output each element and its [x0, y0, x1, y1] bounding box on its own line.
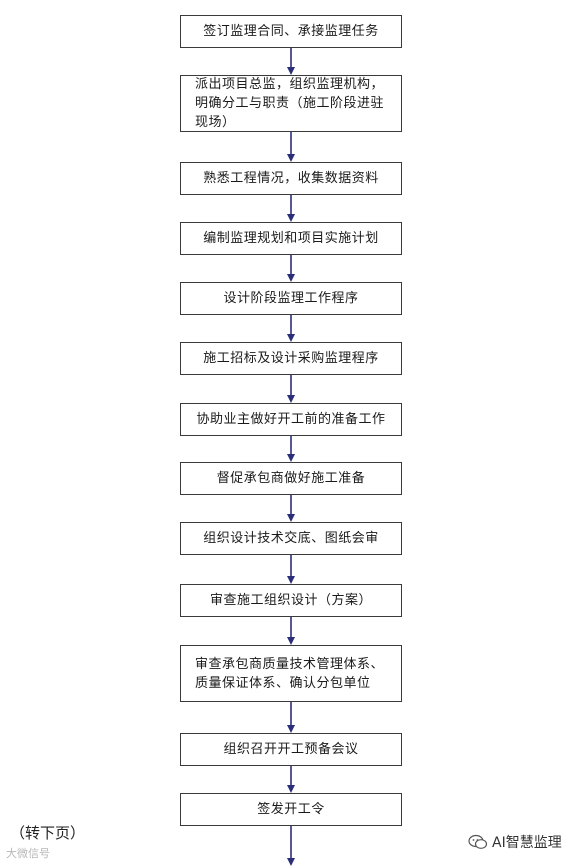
step-box-10: 审查施工组织设计（方案）: [180, 584, 402, 617]
flow-arrow-continue: [287, 826, 295, 866]
step-box-3: 熟悉工程情况，收集数据资料: [180, 162, 402, 195]
step-label: 督促承包商做好施工准备: [216, 471, 366, 486]
step-label: 熟悉工程情况，收集数据资料: [203, 171, 379, 186]
step-label: 审查承包商质量技术管理体系、质量保证体系、确认分包单位: [195, 656, 385, 691]
flow-arrow-12: [287, 766, 295, 793]
step-box-8: 督促承包商做好施工准备: [180, 462, 402, 495]
brand-label: AI智慧监理: [492, 835, 562, 851]
watermark-text: 大微信号: [6, 847, 50, 860]
step-label: 施工招标及设计采购监理程序: [203, 351, 379, 366]
step-box-5: 设计阶段监理工作程序: [180, 282, 402, 315]
step-label: 组织设计技术交底、图纸会审: [203, 531, 379, 546]
step-label: 编制监理规划和项目实施计划: [203, 231, 379, 246]
step-box-7: 协助业主做好开工前的准备工作: [180, 403, 402, 436]
step-label: 协助业主做好开工前的准备工作: [196, 412, 386, 427]
step-label: 设计阶段监理工作程序: [223, 291, 359, 306]
flow-arrow-6: [287, 375, 295, 403]
flow-arrow-8: [287, 495, 295, 522]
wechat-icon: [468, 834, 488, 849]
step-label: 审查施工组织设计（方案）: [209, 593, 372, 608]
flow-arrow-9: [287, 555, 295, 584]
step-box-13: 签发开工令: [180, 793, 402, 826]
flow-arrow-1: [287, 48, 295, 75]
watermark-left: 大微信号: [6, 845, 50, 861]
brand-mark: AI智慧监理: [468, 832, 562, 852]
step-label: 组织召开开工预备会议: [223, 742, 359, 757]
flow-arrow-2: [287, 132, 295, 162]
flow-arrow-5: [287, 315, 295, 342]
flow-arrow-4: [287, 255, 295, 282]
step-box-2: 派出项目总监，组织监理机构，明确分工与职责（施工阶段进驻现场）: [180, 75, 402, 132]
step-box-12: 组织召开开工预备会议: [180, 733, 402, 766]
flow-arrow-3: [287, 195, 295, 222]
step-box-1: 签订监理合同、承接监理任务: [180, 15, 402, 48]
step-box-11: 审查承包商质量技术管理体系、质量保证体系、确认分包单位: [180, 645, 402, 702]
flow-arrow-11: [287, 702, 295, 733]
step-label: 签订监理合同、承接监理任务: [203, 24, 379, 39]
flow-arrow-10: [287, 617, 295, 645]
step-label: 签发开工令: [257, 802, 325, 817]
flow-arrow-7: [287, 436, 295, 462]
step-box-6: 施工招标及设计采购监理程序: [180, 342, 402, 375]
step-box-9: 组织设计技术交底、图纸会审: [180, 522, 402, 555]
continue-note: （转下页）: [10, 824, 86, 842]
step-label: 派出项目总监，组织监理机构，明确分工与职责（施工阶段进驻现场）: [195, 77, 385, 130]
step-box-4: 编制监理规划和项目实施计划: [180, 222, 402, 255]
